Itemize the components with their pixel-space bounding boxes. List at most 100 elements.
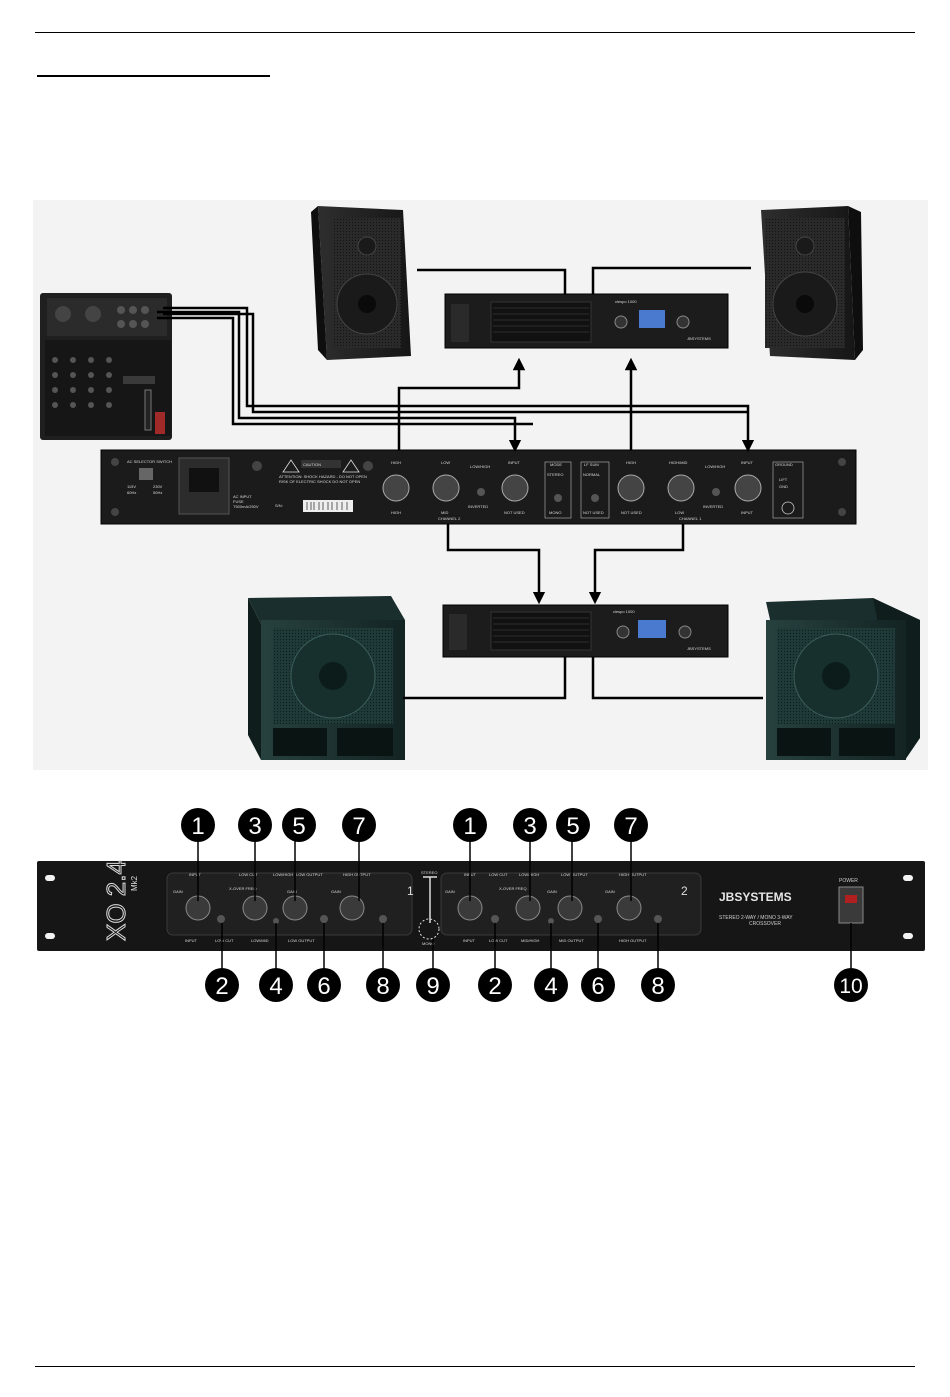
v115-label: 115V [127,484,136,489]
ch2-low-cut-switch[interactable] [491,915,499,923]
ch2-lowhigh-label: LOW/HIGH [470,464,490,469]
ch1-high-phase-switch[interactable] [379,915,387,923]
ch2-gain3-label: GAIN [605,889,615,894]
ground-lift-label: LIFT [779,477,788,482]
svg-text:4: 4 [269,973,282,1000]
ch1-low-cut-switch[interactable] [217,915,225,923]
ch1-low-label: LOW [675,510,684,515]
callout-bottom-6b: 6 [581,968,615,1002]
channel-2-number: 2 [681,884,688,898]
channel-1-label: CHANNEL 1 [679,516,702,521]
subwoofer-left [248,596,405,760]
callout-leaders [197,841,852,970]
lf-sum-label: LF SUM [584,462,599,467]
stereo-mono-switch[interactable] [418,918,440,940]
callout-top-5b: 5 [556,808,590,842]
callout-top-3a: 3 [238,808,272,842]
cables [157,266,763,700]
ch2-range-switch[interactable] [548,918,554,924]
ground-label: GROUND [775,462,793,467]
ch2-high-label: HIGH [391,460,401,465]
svg-text:8: 8 [376,973,389,1000]
svg-text:4: 4 [544,973,557,1000]
hz60-label: 60Hz [127,490,136,495]
ch2-high-phase-switch[interactable] [654,915,662,923]
ch2-low-label: LOW [441,460,450,465]
ch1-gain3-label: GAIN [331,889,341,894]
channel-2-label: CHANNEL 2 [438,516,461,521]
ch2-high-output-top-label: HIGH OUTPUT [619,872,647,877]
ch1-low-output-bottom-label: LOW OUTPUT [288,938,315,943]
ch1-input-bottom-label: INPUT [741,510,754,515]
ch1-input-bottom-label: INPUT [185,938,198,943]
svg-text:2: 2 [488,973,501,1000]
ch1-range-switch[interactable] [273,918,279,924]
ch1-input-top-label: INPUT [189,872,202,877]
callout-top-1b: 1 [453,808,487,842]
caution-text: RISK OF ELECTRIC SHOCK DO NOT OPEN [279,479,360,484]
callout-top-5a: 5 [282,808,316,842]
svg-text:2: 2 [215,973,228,1000]
speaker-top-left [311,206,411,360]
ch1-high-output-knob[interactable] [339,895,365,921]
callout-top-7a: 7 [342,808,376,842]
speaker-top-right [761,206,863,360]
ch2-input-bottom-label: INPUT [463,938,476,943]
svg-text:9: 9 [426,973,439,1000]
front-model-suffix: Mk2 [130,875,139,891]
amplifier-bottom: clespo 1000 JBSYSTEMS [442,604,729,658]
ch1-low-phase-switch[interactable] [320,915,328,923]
ch2-crossover-knob[interactable] [515,895,541,921]
ch2-high-output-knob[interactable] [616,895,642,921]
ch2-gain-label: GAIN [445,889,455,894]
svg-text:6: 6 [317,973,330,1000]
callout-bottom-8a: 8 [366,968,400,1002]
ch1-input-label: INPUT [741,460,754,465]
ch1-gain-label: GAIN [173,889,183,894]
amp2-model-label: clespo 1000 [613,609,635,614]
amp2-brand-label: JBSYSTEMS [687,646,711,651]
ch2-high-output-bottom-label: HIGH OUTPUT [619,938,647,943]
caution-title: CAUTION [303,462,321,467]
front-description-2: CROSSOVER [749,921,781,927]
ac-selector-label: AC SELECTOR SWITCH [127,459,172,464]
front-model-name: XO 2.4 [101,860,131,941]
callout-bottom-4a: 4 [259,968,293,1002]
callout-bottom-6a: 6 [307,968,341,1002]
ch1-low-output-top-label: LOW OUTPUT [296,872,323,877]
callout-bottom-9: 9 [416,968,450,1002]
ch2-mid-high-bottom-label: MID/HIGH [521,938,540,943]
ch2-high-bottom-label: HIGH [391,510,401,515]
callout-bottom-10: 10 [834,968,868,1002]
ch1-low-cut-top-label: LOW CUT [239,872,258,877]
ch2-input-label: INPUT [508,460,521,465]
mode-label: MODE [550,462,562,467]
front-description-1: STEREO 2-WAY / MONO 3-WAY [719,915,793,921]
ch2-not-used-label: NOT USED [504,510,525,515]
front-brand: JBSYSTEMS [719,890,792,904]
callout-top-3b: 3 [513,808,547,842]
crossover-front-panel-figure: XO 2.4 Mk2 INPUT LOW CUT LOW/HIGH LOW OU… [37,808,925,1002]
crossover-rear-panel: AC SELECTOR SWITCH 115V 230V 60Hz 50Hz A… [100,449,857,525]
svg-text:5: 5 [292,813,305,840]
ch1-not-used-label: NOT USED [621,510,642,515]
header-rule [35,32,915,33]
mode-stereo-label: STEREO [547,472,563,477]
callout-bottom-4b: 4 [534,968,568,1002]
mono-label: MONO [422,941,434,946]
amp-model-label: clespo 1000 [615,299,637,304]
ch1-lowhigh-label: LOW/HIGH [705,464,725,469]
callout-bottom-2a: 2 [205,968,239,1002]
ch2-low-output-knob[interactable] [557,895,583,921]
lf-sum-not-used-label: NOT USED [583,510,604,515]
callout-top-1a: 1 [181,808,215,842]
ch2-low-cut-top-label: LOW CUT [489,872,508,877]
ch1-low-mid-bottom-label: LOW/MID [251,938,269,943]
ch2-low-phase-switch[interactable] [594,915,602,923]
ch1-high-mid-label: HIGH/MID [669,460,688,465]
amp-brand-label: JBSYSTEMS [687,336,711,341]
power-switch[interactable] [838,886,864,924]
footer-rule [35,1366,915,1367]
ground-gnd-label: GND [779,484,788,489]
channel-1-number: 1 [407,884,414,898]
